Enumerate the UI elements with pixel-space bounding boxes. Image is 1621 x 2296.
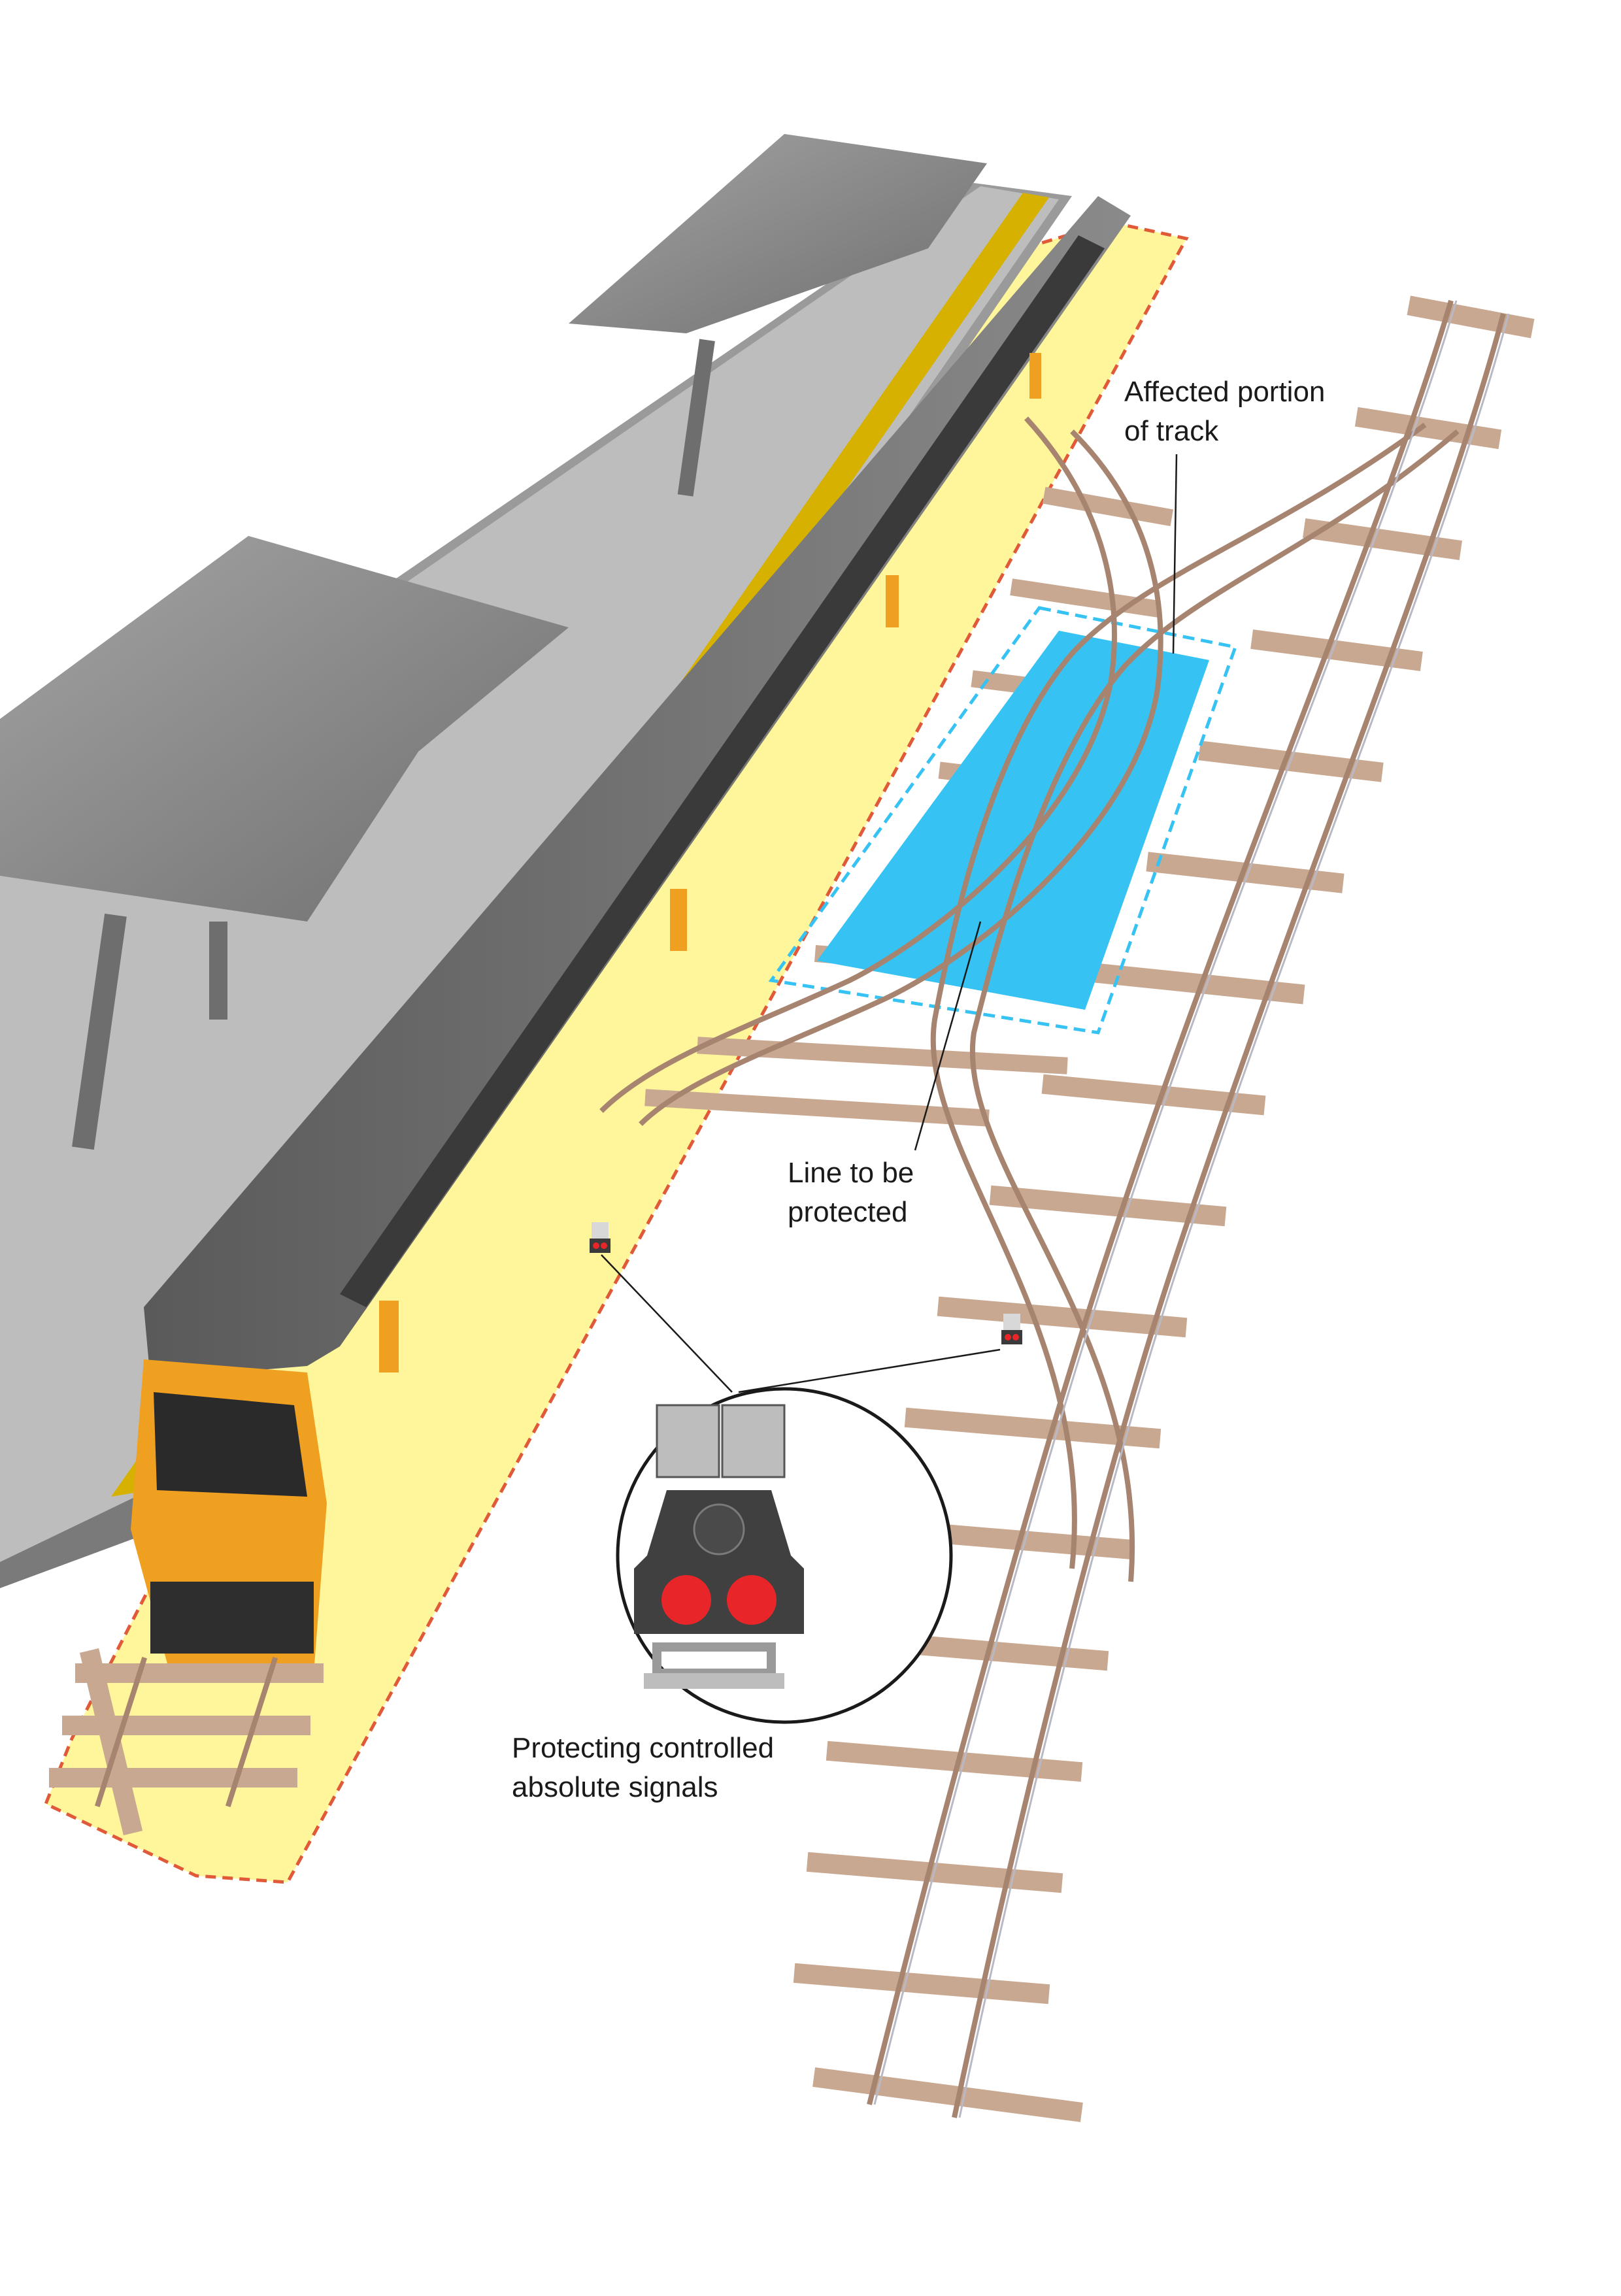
signal-near-platform <box>590 1222 610 1253</box>
canopy-near <box>0 536 569 922</box>
affected-portion-label-line-2: of track <box>1124 415 1219 447</box>
rail-steel-highlights <box>873 300 1510 2118</box>
line-to-be-protected-label: Line to be protected <box>788 1154 914 1232</box>
leader-lines <box>601 454 1178 1393</box>
signal-magnifier <box>616 1387 953 1724</box>
protecting-signals-label: Protecting controlled absolute signals <box>512 1729 774 1807</box>
canopy-far <box>569 134 987 333</box>
protecting-signals-label-line-2: absolute signals <box>512 1771 718 1803</box>
affected-area <box>817 631 1209 1010</box>
affected-area-outline <box>768 606 1238 1035</box>
signal-head-plate-right <box>721 1404 786 1478</box>
protecting-signals-label-line-1: Protecting controlled <box>512 1732 775 1764</box>
line-to-be-protected-label-line-2: protected <box>788 1196 908 1228</box>
line-to-be-protected-label-line-1: Line to be <box>788 1157 914 1189</box>
near-track <box>49 1648 324 1836</box>
train-bumper <box>150 1582 314 1654</box>
signal-head-plate-left <box>656 1404 720 1478</box>
canopy-near-post <box>72 913 127 1150</box>
signal-lamp-red-left <box>661 1575 711 1625</box>
rails <box>599 299 1506 2118</box>
train-side-windows <box>340 235 1105 1307</box>
affected-portion-label: Affected portion of track <box>1124 373 1325 451</box>
platform-hazard-zone <box>43 220 1189 1884</box>
canopy-far-post <box>677 339 715 497</box>
signal-on-track <box>1001 1314 1022 1344</box>
signal-lamp-unlit <box>693 1503 745 1556</box>
canopy-near-post-2 <box>209 922 227 1020</box>
train-doors <box>379 353 1041 1373</box>
platform-front-face <box>0 1477 176 1588</box>
train-body <box>144 196 1131 1379</box>
train-windscreen <box>154 1392 307 1497</box>
affected-portion-label-line-1: Affected portion <box>1124 376 1326 408</box>
signal-lamp-red-right <box>727 1575 777 1625</box>
signal-base <box>644 1673 784 1689</box>
